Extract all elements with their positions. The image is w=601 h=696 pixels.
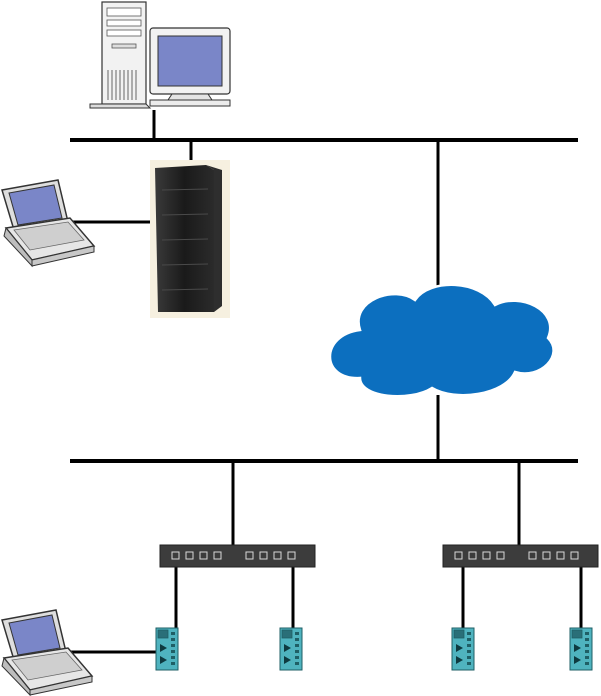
field-device-4-icon (570, 628, 592, 670)
server-icon (150, 160, 230, 318)
network-cloud-icon (330, 285, 554, 397)
field-device-3-icon (452, 628, 474, 670)
workstation-icon (90, 2, 230, 108)
switch-right-icon (443, 545, 598, 567)
field-device-1-icon (156, 628, 178, 670)
switch-left-icon (160, 545, 315, 567)
field-device-2-icon (280, 628, 302, 670)
